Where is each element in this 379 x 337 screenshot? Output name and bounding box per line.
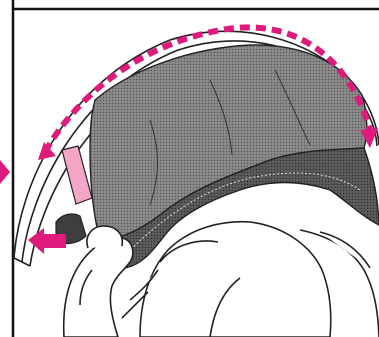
hands	[64, 222, 379, 337]
strap-piece	[62, 146, 92, 204]
outer-left-arrow-icon	[0, 160, 10, 184]
liner-pad	[90, 45, 367, 240]
